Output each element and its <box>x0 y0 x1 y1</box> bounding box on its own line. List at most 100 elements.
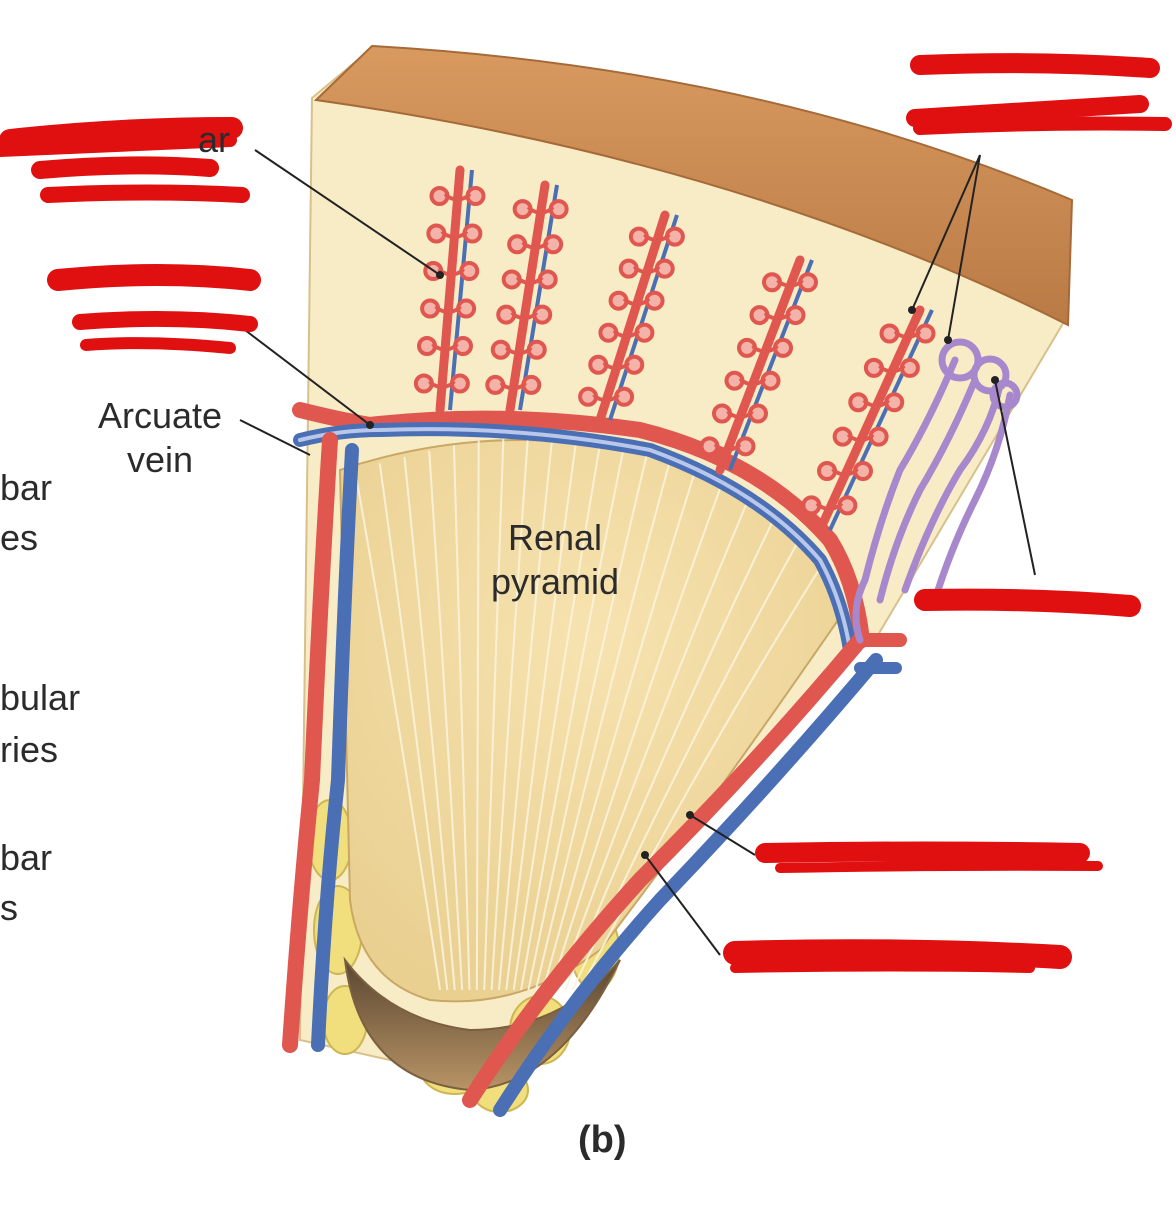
afferent-arteriole-vessel <box>521 241 536 251</box>
afferent-arteriole-vessel <box>443 192 458 202</box>
afferent-arteriole-vessel <box>643 233 658 243</box>
afferent-arteriole-vessel <box>907 330 922 340</box>
afferent-arteriole-vessel <box>434 305 449 315</box>
afferent-arteriole-vessel <box>862 399 877 409</box>
left-fragment-4: ries <box>0 729 59 770</box>
striation-line <box>579 559 826 991</box>
left-fragment-1: bar <box>0 467 53 508</box>
afferent-arteriole-vessel <box>499 381 514 391</box>
interlobular-artery-vessel <box>715 255 805 475</box>
afferent-arteriole-vessel <box>752 377 767 387</box>
afferent-arteriole-vessel <box>727 443 742 453</box>
striation-line <box>542 451 703 991</box>
right-interlobar-vein <box>493 653 883 1117</box>
left-fragment-5: bar <box>0 837 53 878</box>
afferent-arteriole-vessel <box>518 346 533 356</box>
afferent-arteriole-vessel <box>428 380 443 390</box>
left-interlobar-artery <box>282 432 338 1053</box>
renal-capsule <box>313 44 1074 327</box>
afferent-arteriole-vessel <box>875 399 891 409</box>
striation-line <box>497 431 554 991</box>
afferent-arteriole-vessel <box>515 276 531 286</box>
renal-pyramid-label: Renal pyramid <box>455 516 655 604</box>
striation-line <box>428 450 464 991</box>
afferent-arteriole-vessel <box>512 381 528 391</box>
interlobular-vein <box>608 214 679 421</box>
striation-line <box>490 433 530 991</box>
arcuate-vein-label-line2: vein <box>126 439 194 480</box>
striation-line <box>354 469 441 991</box>
left-fragment-6: s <box>0 887 18 928</box>
afferent-arteriole-vessel <box>437 267 452 277</box>
interlobular-vessels <box>413 165 936 535</box>
afferent-arteriole-vessel <box>457 192 472 202</box>
afferent-arteriole-vessel <box>828 502 844 512</box>
pyramid-striations <box>354 429 826 991</box>
afferent-arteriole-vessel <box>726 410 741 420</box>
afferent-arteriole-vessel <box>450 267 466 277</box>
afferent-arteriole-vessel <box>441 380 456 390</box>
interlobular-vein <box>448 169 474 411</box>
left-fragment-3: bular <box>0 677 81 718</box>
afferent-arteriole-vessel <box>878 364 893 374</box>
afferent-arteriole-vessel <box>656 233 671 243</box>
afferent-arteriole-vessel <box>605 393 620 403</box>
interlobular-artery-vessel <box>505 180 550 415</box>
striation-line <box>475 440 480 991</box>
striation-line <box>534 436 678 991</box>
interlobular-vein <box>518 184 559 411</box>
afferent-arteriole-vessel <box>739 410 754 420</box>
nephron-shape <box>852 338 1021 644</box>
afferent-arteriole-vessel <box>846 433 862 443</box>
renal-pyramid-label-line1: Renal <box>507 517 603 558</box>
striation-line <box>403 456 456 991</box>
interlobular-vein <box>828 309 934 531</box>
redaction-marks <box>0 53 1172 973</box>
afferent-arteriole-vessel <box>751 344 766 354</box>
afferent-arteriole-vessel <box>763 311 778 322</box>
interlobular-artery-vessel <box>595 210 670 425</box>
leader-dots <box>366 271 999 859</box>
obscured-interlobular-label-tail: ar <box>198 119 231 160</box>
afferent-arteriole-vessel <box>815 502 830 512</box>
afferent-arteriole-vessel <box>447 305 462 315</box>
panel-label: (b) <box>578 1119 627 1161</box>
leader-lines <box>239 149 1036 956</box>
renal-pyramid-label-line2: pyramid <box>490 561 620 602</box>
striation-line <box>520 431 629 991</box>
minor-calyx <box>343 956 621 1092</box>
afferent-arteriole-vessel <box>592 393 607 403</box>
striation-line <box>483 436 505 991</box>
striation-line <box>527 433 653 991</box>
afferent-arteriole-vessel <box>440 230 455 240</box>
arcuate-vein-label: Arcuate vein <box>80 394 240 482</box>
afferent-arteriole-vessel <box>831 467 846 477</box>
afferent-arteriole-vessel <box>636 297 651 307</box>
afferent-arteriole-vessel <box>632 265 648 275</box>
striation-line <box>549 471 727 991</box>
interlobular-vein <box>728 259 814 471</box>
afferent-arteriole-vessel <box>738 377 753 387</box>
afferent-arteriole-vessel <box>891 364 906 374</box>
striation-line <box>556 493 752 991</box>
afferent-arteriole-vessel <box>893 330 908 340</box>
striation-line <box>512 429 604 991</box>
afferent-arteriole-vessel <box>602 361 617 371</box>
interlobular-artery-vessel <box>435 165 465 415</box>
afferent-arteriole-vessel <box>523 311 539 321</box>
afferent-arteriole-vessel <box>431 342 446 352</box>
left-fragment-2: es <box>0 517 39 558</box>
afferent-arteriole-vessel <box>860 433 875 443</box>
afferent-arteriole-vessel <box>510 311 525 321</box>
afferent-arteriole-vessel <box>526 206 542 216</box>
afferent-arteriole-vessel <box>615 361 631 371</box>
afferent-arteriole-vessel <box>622 297 637 307</box>
right-interlobar-artery <box>462 632 868 1108</box>
afferent-arteriole-vessel <box>713 443 728 453</box>
left-interlobar-vein <box>311 443 359 1052</box>
afferent-arteriole-vessel <box>612 329 627 339</box>
afferent-arteriole-vessel <box>776 279 791 289</box>
afferent-arteriole-vessel <box>777 311 792 322</box>
arcuate-vein-label-line1: Arcuate <box>97 395 223 436</box>
